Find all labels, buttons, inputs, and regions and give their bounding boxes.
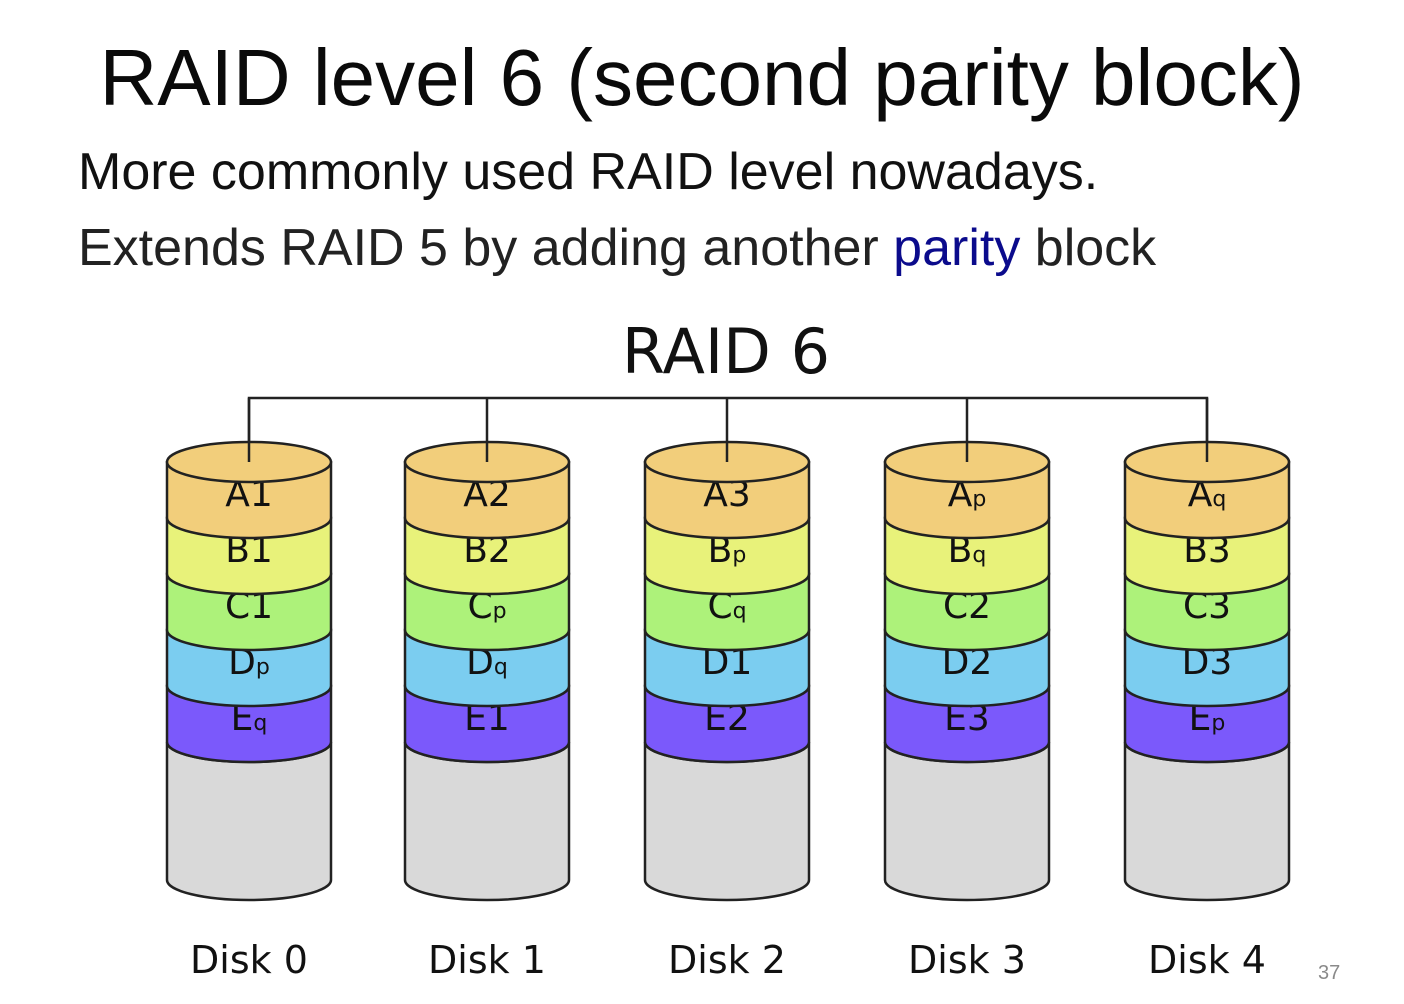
disk-label: Disk 2 — [668, 938, 786, 982]
block-label: E1 — [464, 698, 510, 739]
block-Cq — [643, 572, 811, 652]
block-label: Ep — [1189, 698, 1226, 739]
block-label: E2 — [704, 698, 750, 739]
block-Aq — [1123, 460, 1291, 540]
block-E3 — [883, 684, 1051, 764]
block-E1 — [403, 684, 571, 764]
page-number: 37 — [1318, 962, 1341, 984]
empty-space — [883, 741, 1051, 902]
block-C1 — [165, 572, 333, 652]
block-B3 — [1123, 516, 1291, 596]
block-D3 — [1123, 628, 1291, 708]
block-C3 — [1123, 572, 1291, 652]
diagram-title: RAID 6 — [622, 315, 830, 388]
block-Bp — [643, 516, 811, 596]
block-A2 — [403, 460, 571, 540]
empty-space — [1123, 741, 1291, 902]
block-label: E3 — [944, 698, 990, 739]
bullet-extends-raid5: Extends RAID 5 by adding another parity … — [78, 217, 1156, 279]
bullet-text-before: Extends RAID 5 by adding another — [78, 219, 894, 277]
empty-space — [403, 741, 571, 902]
block-label: Eq — [231, 698, 268, 739]
disk-label: Disk 1 — [428, 938, 546, 982]
block-Eq — [165, 684, 333, 764]
slide-title: RAID level 6 (second parity block) — [99, 33, 1305, 122]
parity-highlight: parity — [893, 219, 1021, 277]
block-Dq — [403, 628, 571, 708]
empty-space — [643, 741, 811, 902]
block-B2 — [403, 516, 571, 596]
disk-label: Disk 3 — [908, 938, 1026, 982]
bullet-text-after: block — [1020, 219, 1157, 277]
block-Ep — [1123, 684, 1291, 764]
empty-space — [165, 741, 333, 902]
block-Dp — [165, 628, 333, 708]
bullet-commonly-used: More commonly used RAID level nowadays. — [78, 143, 1099, 201]
block-Bq — [883, 516, 1051, 596]
disk-label: Disk 0 — [190, 938, 308, 982]
disk-label: Disk 4 — [1148, 938, 1266, 982]
block-A1 — [165, 460, 333, 540]
block-B1 — [165, 516, 333, 596]
block-E2 — [643, 684, 811, 764]
block-label: C2 — [943, 586, 991, 627]
block-Ap — [883, 460, 1051, 540]
block-D2 — [883, 628, 1051, 708]
block-A3 — [643, 460, 811, 540]
block-Cp — [403, 572, 571, 652]
block-C2 — [883, 572, 1051, 652]
block-D1 — [643, 628, 811, 708]
